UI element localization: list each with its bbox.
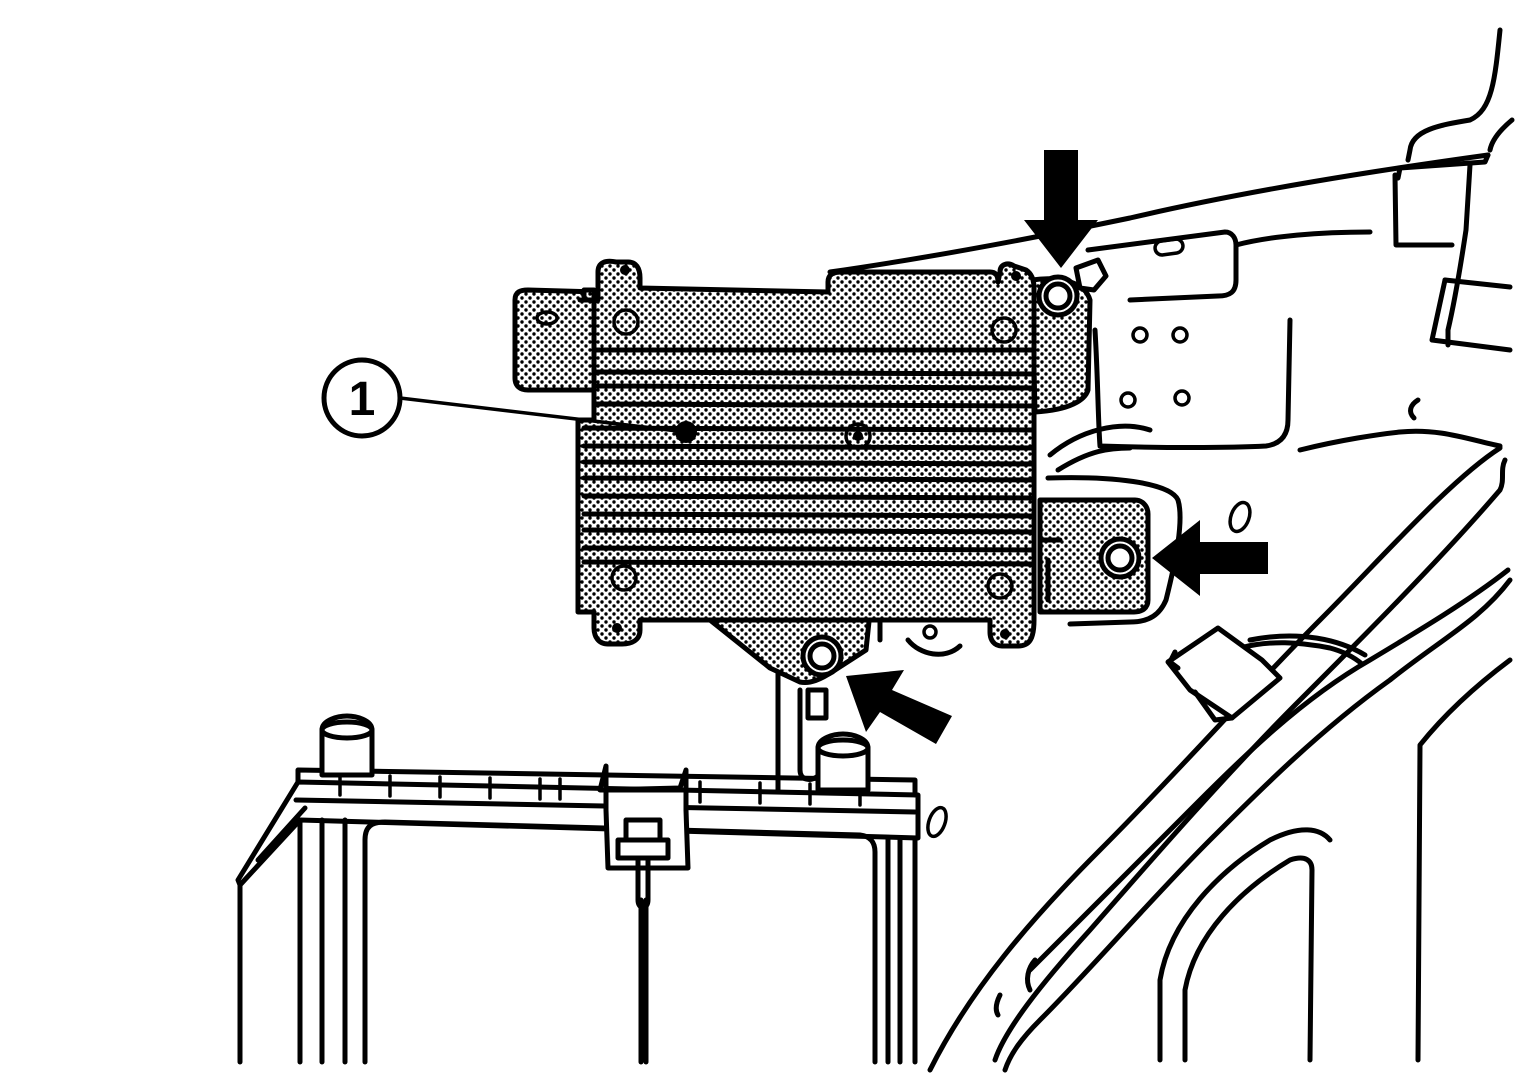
ecu-module <box>535 258 1037 649</box>
battery <box>235 713 921 1065</box>
battery-hold-down <box>597 763 691 1065</box>
mounting-bolt-right <box>1098 536 1142 580</box>
callout-circle <box>321 357 403 439</box>
mounting-bolt-bottom <box>800 634 844 678</box>
callout-leader-line <box>399 396 687 434</box>
callout-1-label: 1 <box>349 373 376 426</box>
battery-terminal-left <box>319 713 375 778</box>
rail-clip <box>1165 625 1283 723</box>
ecu-screws <box>535 265 1021 639</box>
body-panel <box>827 27 1515 1073</box>
battery-terminal-right <box>815 731 871 793</box>
arrow-bottom <box>846 670 952 744</box>
arrow-right <box>1152 520 1268 596</box>
ecu-cooling-fins <box>581 347 1037 567</box>
body-holes <box>922 237 1252 839</box>
mounting-bolts <box>800 257 1142 678</box>
callout-1: 1 <box>321 357 687 439</box>
mounting-bolt-top <box>1036 257 1109 318</box>
arrow-top <box>1024 150 1098 268</box>
